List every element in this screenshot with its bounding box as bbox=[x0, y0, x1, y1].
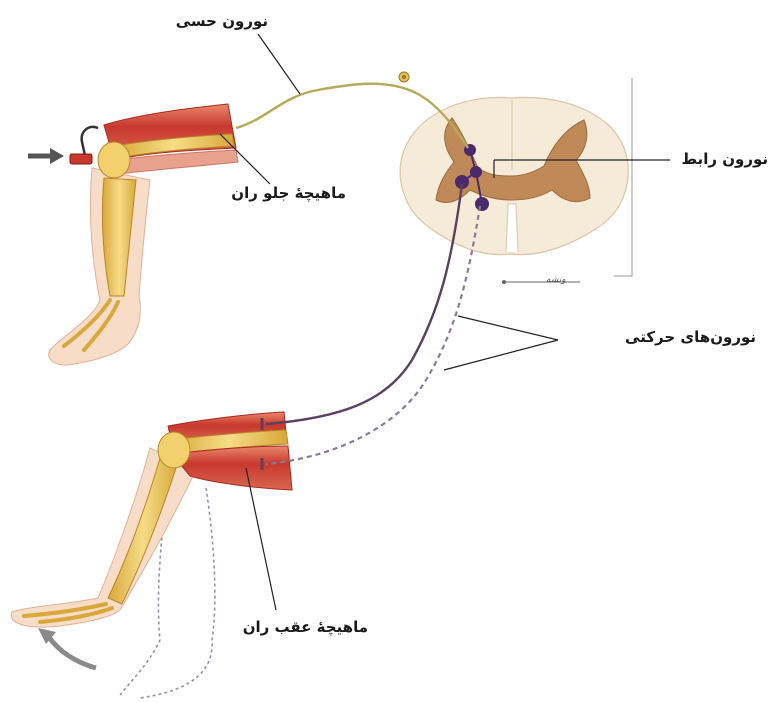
quadriceps-label: ماهیچهٔ جلو ران bbox=[231, 186, 346, 201]
leader-motor-a bbox=[458, 316, 558, 340]
leader-hamstring bbox=[246, 468, 276, 610]
kick-arrow-icon bbox=[38, 628, 96, 668]
lower-knee bbox=[158, 432, 190, 468]
ventral-fissure bbox=[506, 204, 518, 252]
cord-tag-dot bbox=[502, 280, 506, 284]
leader-motor-b bbox=[444, 340, 558, 370]
cord-tag-label: ونشه bbox=[546, 275, 566, 285]
motor-neurons-label: نورون‌های حرکتی bbox=[625, 330, 756, 345]
upper-leg-skin bbox=[49, 168, 150, 365]
interneuron-label: نورون رابط bbox=[682, 152, 769, 167]
ganglion-icon bbox=[399, 72, 409, 82]
sensory-neuron-label: نورون حسی bbox=[176, 14, 268, 29]
tap-arrow-icon bbox=[28, 148, 64, 164]
motor-neuron-path-inhibited bbox=[262, 206, 480, 470]
hammer-icon bbox=[70, 127, 98, 164]
lower-leg bbox=[11, 412, 292, 698]
upper-knee bbox=[98, 142, 130, 178]
hamstring-label: ماهیچهٔ عقب ران bbox=[243, 620, 368, 635]
leader-sensory bbox=[258, 34, 300, 94]
upper-leg bbox=[28, 104, 238, 365]
spinal-cord-section bbox=[400, 78, 632, 284]
